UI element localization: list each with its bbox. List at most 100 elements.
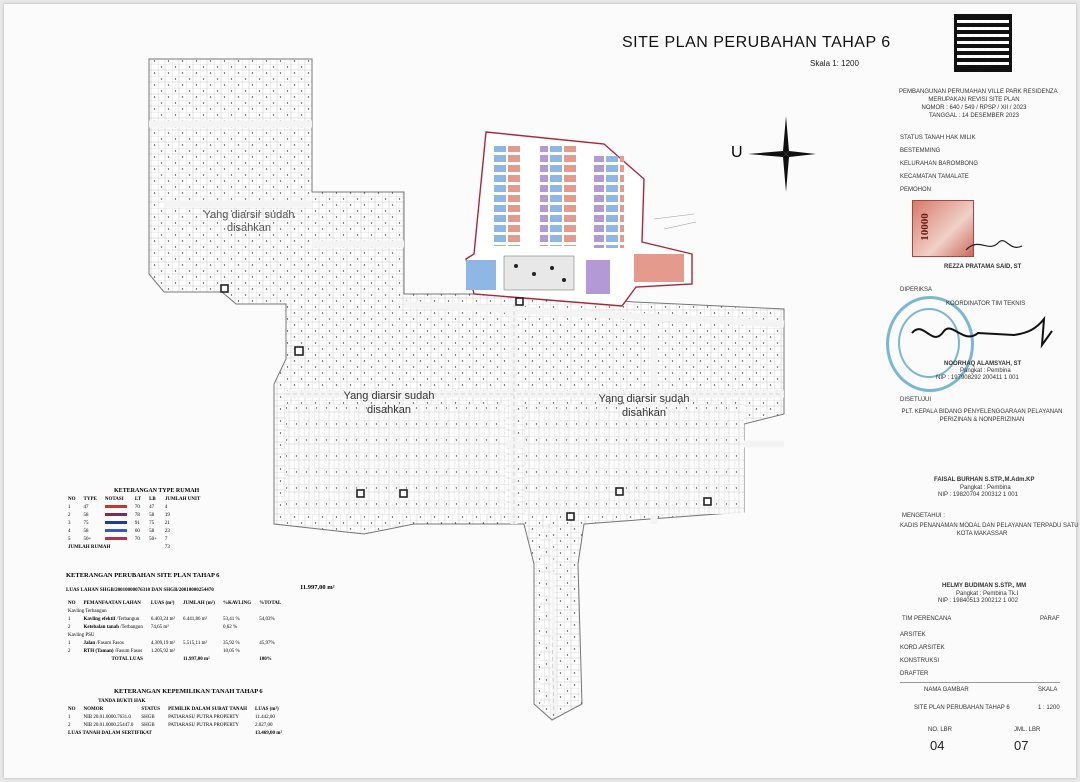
cell: 5.515,11 m² bbox=[183, 641, 207, 646]
status-tanah: STATUS TANAH HAK MILIK bbox=[900, 135, 976, 141]
cell: 70 bbox=[134, 505, 140, 510]
cell bbox=[64, 698, 80, 706]
color-swatch bbox=[104, 521, 127, 525]
team-rows: ARSITEK KORD.ARSITEK KONSTRUKSI DRAFTER bbox=[900, 629, 945, 681]
kelurahan: KELURAHAN BAROMBONG bbox=[900, 161, 979, 167]
table-row: Kavling PSU bbox=[64, 632, 285, 640]
cell: 2 bbox=[68, 723, 71, 728]
plt-name: FAISAL BURHAN S.STP.,M.Adm.KP bbox=[934, 477, 1035, 483]
cell: 1 bbox=[68, 641, 71, 646]
cell: SHGB bbox=[141, 715, 155, 720]
kadis-title-1: KADIS PENANAMAN MODAL DAN PELAYANAN TERP… bbox=[900, 523, 1080, 529]
cell: RTH (Taman) /Fasum Fasos bbox=[80, 648, 147, 656]
legend-type-title: KETERANGAN TYPE RUMAH bbox=[114, 488, 200, 494]
cell: 4 bbox=[68, 529, 71, 534]
divider bbox=[900, 682, 1060, 683]
koordinator-rank: Pangkat : Pembina bbox=[960, 368, 1011, 374]
cell bbox=[219, 656, 255, 664]
swatch-cell bbox=[101, 528, 131, 536]
pemohon-label: PEMOHON bbox=[900, 187, 932, 193]
cell bbox=[179, 624, 219, 632]
cell: SHGB bbox=[141, 723, 155, 728]
swatch-cell bbox=[101, 504, 131, 512]
koordinator-label: KOORDINATOR TIM TEKNIS bbox=[946, 301, 1026, 307]
bestemming: BESTEMMING bbox=[900, 148, 941, 154]
no-lbr-label: NO. LBR bbox=[928, 727, 953, 733]
pemohon-signature-icon bbox=[965, 240, 1023, 251]
cell: 58 bbox=[149, 513, 155, 518]
table-row: Kavling Terbangun bbox=[64, 608, 285, 616]
cell: 75 bbox=[83, 521, 89, 526]
legend-owner-title: KETERANGAN KEPEMILIKAN TANAH TAHAP 6 bbox=[114, 688, 263, 695]
total-label: LUAS TANAH DALAM SERTIFIKAT bbox=[68, 731, 152, 736]
cell: 1 bbox=[68, 617, 71, 622]
cell: 47 bbox=[149, 505, 155, 510]
col-status: STATUS bbox=[141, 707, 161, 712]
row-name: Jalan bbox=[83, 641, 96, 646]
team-row-drafter: DRAFTER bbox=[900, 671, 929, 677]
site-plan-drawing bbox=[148, 58, 816, 721]
nama-gambar-value: SITE PLAN PERUBAHAN TAHAP 6 bbox=[914, 705, 1010, 711]
jml-lbr-value: 07 bbox=[1014, 738, 1029, 753]
cell: 6.441,86 m² bbox=[183, 617, 208, 622]
col-lt: LT bbox=[134, 497, 142, 502]
legend-owner-header: NO NOMOR STATUS PEMILIK DALAM SURAT TANA… bbox=[64, 706, 286, 714]
cell: 78 bbox=[134, 513, 140, 518]
color-swatch bbox=[104, 529, 127, 533]
col-nomor: NOMOR bbox=[83, 707, 104, 712]
cell: 50+ bbox=[149, 537, 157, 542]
plt-title: PLT. KEPALA BIDANG PENYELENGGARAAN PELAY… bbox=[900, 408, 1064, 424]
cell: 3 bbox=[68, 521, 71, 526]
row-sub: /Terbangun bbox=[120, 625, 143, 630]
total-value: 73 bbox=[164, 545, 170, 550]
team-row-kord-arsitek: KORD.ARSITEK bbox=[900, 645, 945, 651]
cell: 50+ bbox=[83, 537, 92, 542]
official-seal-inner-icon bbox=[898, 308, 960, 378]
cell: 2 bbox=[68, 625, 71, 630]
team-row-arsitek: ARSITEK bbox=[900, 632, 926, 638]
cell: 4.309,19 m² bbox=[150, 641, 176, 646]
plan-label-area-1: Yang diarsir sudah disahkan bbox=[203, 209, 295, 234]
approval-heading-3: NOMOR : 640 / 549 / RPSP / XII / 2023 bbox=[921, 105, 1027, 111]
col-luas: LUAS (m²) bbox=[255, 707, 279, 712]
cell: 19 bbox=[164, 513, 170, 518]
cell: Kavling efektif /Terbangun bbox=[80, 616, 147, 624]
row-name: Kavling efektif bbox=[83, 617, 116, 622]
approval-heading-2: MERUPAKAN REVISI SITE PLAN bbox=[928, 97, 1020, 103]
cell: 74,65 m² bbox=[150, 625, 169, 630]
skala-label: SKALA bbox=[1038, 687, 1058, 693]
duty-stamp-icon: 10000 bbox=[912, 200, 974, 257]
cell: 53,41 % bbox=[222, 617, 240, 622]
cell bbox=[251, 698, 286, 706]
compass-icon bbox=[748, 116, 816, 192]
cell: 1 bbox=[68, 715, 71, 720]
legend-change-table: NO PEMANFAATAN LAHAN LUAS (m²) JUMLAH (m… bbox=[64, 600, 285, 664]
cell: 47 bbox=[83, 505, 89, 510]
kadis-rank: Pangkat : Pembina Tk.I bbox=[956, 591, 1019, 597]
cell: PATIARASU PUTRA PROPERTY bbox=[168, 723, 240, 728]
kadis-title-2: KOTA MAKASSAR bbox=[956, 531, 1008, 537]
color-swatch bbox=[104, 537, 127, 541]
cell: 58 bbox=[83, 513, 89, 518]
row-name: Ketebalan tanah bbox=[83, 625, 119, 630]
cell: 2 bbox=[68, 649, 71, 654]
cell: 1.205,92 m² bbox=[150, 649, 176, 654]
cell: 11.442,00 bbox=[255, 715, 275, 720]
koordinator-signature-icon bbox=[911, 315, 1053, 349]
cell: 45,97% bbox=[259, 641, 275, 646]
legend-type-header: NO TYPE NOTASI LT LB JUMLAH UNIT bbox=[64, 496, 204, 504]
color-swatch bbox=[104, 513, 127, 517]
cell: 60 bbox=[134, 529, 140, 534]
official-seal-icon bbox=[886, 296, 974, 392]
koordinator-nip: NIP : 197908292 200411 1 001 bbox=[936, 375, 1019, 381]
disetujui-label: DISETUJUI bbox=[900, 397, 932, 403]
cell: Ketebalan tanah /Terbangun bbox=[80, 624, 147, 632]
